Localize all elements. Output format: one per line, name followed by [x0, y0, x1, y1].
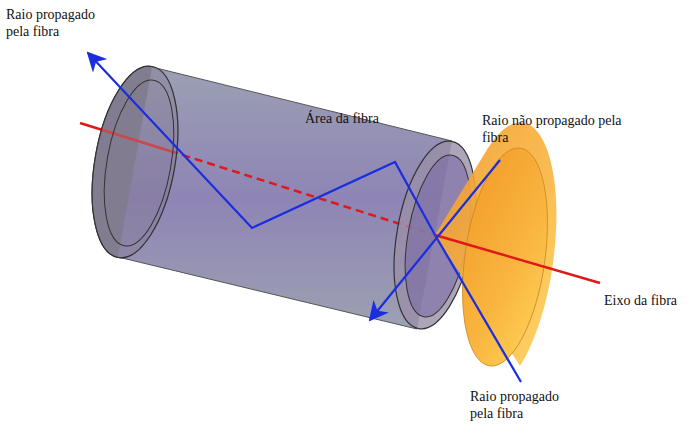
- axis-label: Eixo da fibra: [604, 292, 688, 309]
- ray-label: Raio não propagado pela fibra: [482, 112, 622, 146]
- ray-label: Raio propagado pela fibra: [6, 6, 118, 40]
- fiber-label: Área da fibra: [305, 110, 445, 127]
- ray-label: Raio propagado pela fibra: [470, 388, 582, 422]
